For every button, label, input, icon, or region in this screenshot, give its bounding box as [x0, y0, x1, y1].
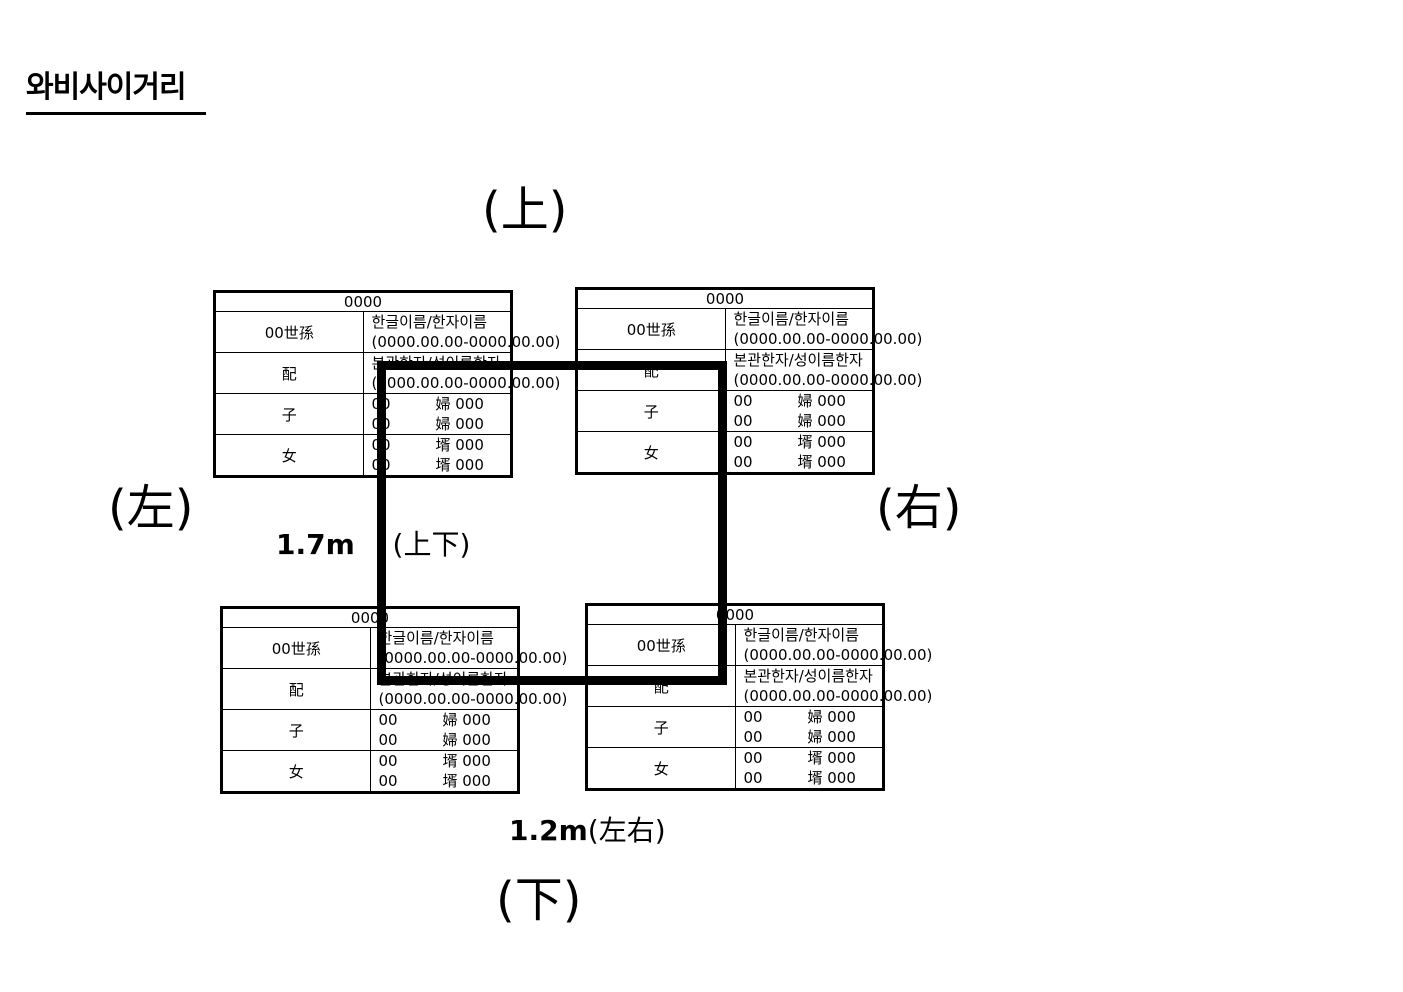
date-line: (0000.00.00-0000.00.00) — [743, 646, 933, 664]
son-spouse: 婦 000 — [807, 728, 856, 746]
son-spouse: 婦 000 — [435, 395, 484, 413]
daughter-name: 00 — [743, 749, 763, 767]
daughter-label: 女 — [586, 747, 736, 790]
generation-label: 00世孫 — [221, 627, 371, 669]
horizontal-distance-value: 1.2m — [509, 814, 588, 847]
horizontal-distance-label: 1.2m(左右) — [509, 817, 666, 845]
vertical-distance-value: 1.7m — [276, 528, 355, 561]
date-line: (0000.00.00-0000.00.00) — [371, 333, 561, 351]
spouse-cell: 본관한자/성이름한자 (0000.00.00-0000.00.00) — [724, 349, 923, 391]
spouse-date-line: (0000.00.00-0000.00.00) — [743, 687, 933, 705]
daughter-name: 00 — [733, 453, 753, 471]
daughter-cell: 00 壻 000 00 壻 000 — [724, 431, 874, 474]
son-name: 00 — [733, 392, 753, 410]
spouse-label: 配 — [214, 352, 364, 394]
son-spouse: 婦 000 — [797, 412, 846, 430]
vertical-distance-hanja: (上下) — [392, 528, 471, 561]
daughter-label: 女 — [214, 434, 364, 477]
horizontal-distance-hanja: (左右) — [587, 814, 666, 847]
daughter-spouse: 壻 000 — [797, 453, 846, 471]
son-spouse: 婦 000 — [442, 731, 491, 749]
grave-card-bottom-right: 0000 00世孫 한글이름/한자이름 (0000.00.00-0000.00.… — [585, 603, 933, 791]
son-name: 00 — [378, 731, 398, 749]
daughter-name: 00 — [733, 433, 753, 451]
vertical-distance-label: 1.7m (上下) — [276, 531, 470, 559]
daughter-spouse: 壻 000 — [807, 769, 856, 787]
spouse-label: 配 — [221, 668, 371, 710]
son-label: 子 — [586, 706, 736, 748]
direction-up-label: (上) — [482, 182, 568, 238]
name-cell: 한글이름/한자이름 (0000.00.00-0000.00.00) — [362, 311, 561, 353]
date-line: (0000.00.00-0000.00.00) — [733, 330, 923, 348]
spouse-cell: 본관한자/성이름한자 (0000.00.00-0000.00.00) — [362, 352, 560, 394]
son-spouse: 婦 000 — [807, 708, 856, 726]
daughter-spouse: 壻 000 — [807, 749, 856, 767]
name-cell: 한글이름/한자이름 (0000.00.00-0000.00.00) — [724, 308, 923, 350]
direction-down-label: (下) — [496, 872, 582, 928]
generation-label: 00世孫 — [214, 311, 364, 353]
son-name: 00 — [733, 412, 753, 430]
card-header: 0000 — [586, 604, 884, 625]
grave-card-top-right: 0000 00世孫 한글이름/한자이름 (0000.00.00-0000.00.… — [575, 287, 923, 475]
name-line: 한글이름/한자이름 — [371, 313, 487, 331]
daughter-cell: 00 壻 000 00 壻 000 — [734, 747, 884, 790]
card-header: 0000 — [214, 291, 512, 312]
name-line: 한글이름/한자이름 — [378, 629, 494, 647]
son-cell: 00 婦 000 00 婦 000 — [724, 390, 874, 432]
son-spouse: 婦 000 — [442, 711, 491, 729]
daughter-name: 00 — [743, 769, 763, 787]
spouse-name-line: 본관한자/성이름한자 — [733, 351, 863, 369]
spouse-date-line: (0000.00.00-0000.00.00) — [378, 690, 568, 708]
grave-card-bottom-left: 00 00 00世孫 한글이름/한자이름 (0000.00.00-0000.00.… — [220, 606, 568, 794]
generation-label: 00世孫 — [576, 308, 726, 350]
name-line: 한글이름/한자이름 — [733, 310, 849, 328]
page-title: 와비사이거리 — [26, 62, 206, 115]
direction-right-label: (右) — [876, 480, 962, 536]
son-label: 子 — [214, 393, 364, 435]
spouse-label: 配 — [586, 665, 736, 707]
spouse-cell: 본관한자/성이름한자 (0000.00.00-0000.00.00) — [734, 665, 933, 707]
spouse-date-line: (0000.00.00-0000.00.00) — [733, 371, 923, 389]
son-spouse: 婦 000 — [797, 392, 846, 410]
daughter-label: 女 — [221, 750, 371, 793]
direction-left-label: (左) — [108, 480, 194, 536]
son-cell: 00 婦 000 00 婦 000 — [369, 709, 519, 751]
son-label: 子 — [576, 390, 726, 432]
son-cell: 00 婦 000 00 婦 000 — [734, 706, 884, 748]
daughter-cell: 00 壻 000 00 壻 000 — [369, 750, 519, 793]
daughter-spouse: 壻 000 — [797, 433, 846, 451]
daughter-spouse: 壻 000 — [442, 752, 491, 770]
daughter-label: 女 — [576, 431, 726, 474]
son-name: 00 — [743, 728, 763, 746]
distance-square — [377, 361, 727, 685]
daughter-spouse: 壻 000 — [442, 772, 491, 790]
grave-card-top-left: 0000 00世孫 한글이름/한자이름 (0000.00.00-0000.00.… — [213, 290, 561, 478]
daughter-spouse: 壻 000 — [435, 456, 484, 474]
daughter-name: 00 — [378, 752, 398, 770]
name-cell: 한글이름/한자이름 (0000.00.00-0000.00.00) — [734, 624, 933, 666]
card-header: 0000 — [576, 288, 874, 309]
daughter-name: 00 — [378, 772, 398, 790]
daughter-spouse: 壻 000 — [435, 436, 484, 454]
name-line: 한글이름/한자이름 — [743, 626, 859, 644]
spouse-name-line: 본관한자/성이름한자 — [743, 667, 873, 685]
son-label: 子 — [221, 709, 371, 751]
son-name: 00 — [743, 708, 763, 726]
son-spouse: 婦 000 — [435, 415, 484, 433]
son-name: 00 — [378, 711, 398, 729]
